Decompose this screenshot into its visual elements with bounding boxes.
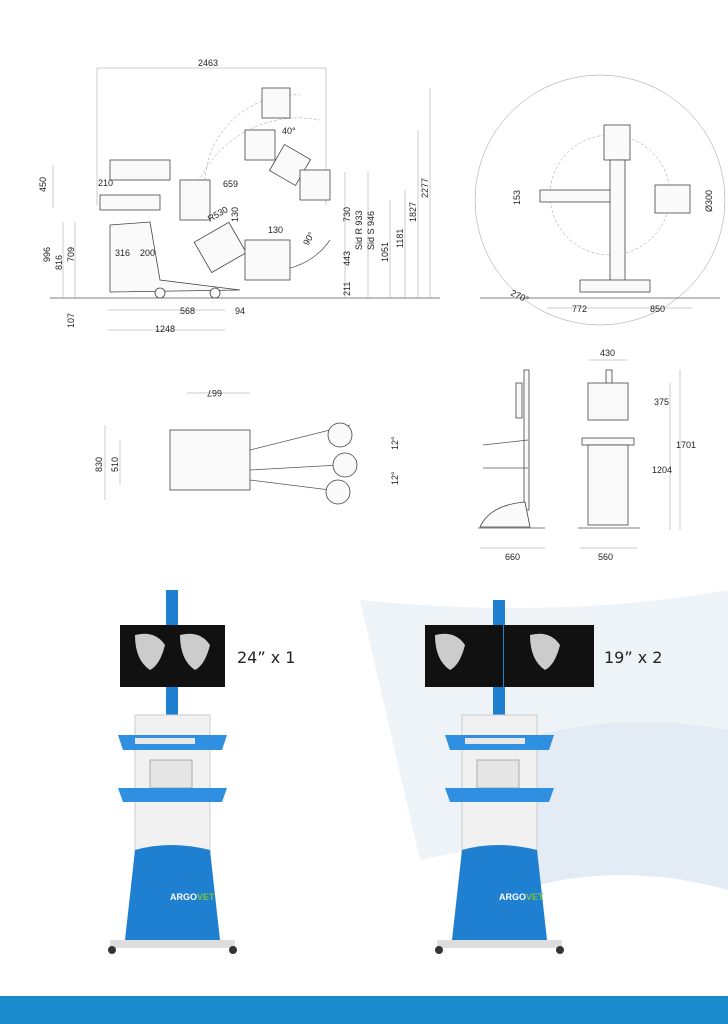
dim-label: 430 <box>600 348 615 358</box>
dim-label: 1701 <box>676 440 696 450</box>
dim-label: 443 <box>342 251 352 266</box>
dim-label: 1181 <box>395 229 405 248</box>
workstation-cart-19in: ARGOVET <box>413 590 594 960</box>
brand-part2: VET <box>526 892 544 902</box>
dim-label: Sid R 933 <box>354 210 364 250</box>
brand-part1: ARGO <box>170 892 197 902</box>
brand-part2: VET <box>197 892 215 902</box>
c-arm-top-view: 667 830 510 12° 12° <box>94 388 400 505</box>
dim-label: 200 <box>140 248 155 258</box>
dim-label: 450 <box>38 177 48 192</box>
technical-drawings: 2463 450 210 659 R530 130 130 40° 90° 73… <box>38 58 726 560</box>
dim-label: 130 <box>230 207 240 222</box>
workstation-cart-24in: ARGOVET <box>100 590 260 960</box>
dim-label: 316 <box>115 248 130 258</box>
dim-label: 709 <box>66 247 76 262</box>
workstation-views: 430 375 1701 1204 660 560 <box>478 348 696 560</box>
c-arm-side-view: 2463 450 210 659 R530 130 130 40° 90° 73… <box>38 58 440 334</box>
dim-label: 667 <box>207 388 222 398</box>
dim-label: 1204 <box>652 465 672 475</box>
monitor-size-label: 24” x 1 <box>237 648 296 667</box>
dim-label: 1051 <box>380 242 390 262</box>
dim-label: 107 <box>66 313 76 328</box>
dim-label: 660 <box>505 552 520 560</box>
dim-label: 560 <box>598 552 613 560</box>
dim-label: 375 <box>654 397 669 407</box>
brand-logo: ARGOVET <box>499 892 544 902</box>
footer-bar <box>0 996 728 1024</box>
dim-label: 816 <box>54 255 64 270</box>
dim-label: 210 <box>98 178 113 188</box>
c-arm-front-view: 153 Ø300 270° 772 850 <box>474 74 726 326</box>
dim-label: Ø300 <box>704 190 714 212</box>
dim-label: 996 <box>42 247 52 262</box>
dim-label: 12° <box>390 471 400 485</box>
dim-label: 270° <box>509 288 530 305</box>
dim-label: 568 <box>180 306 195 316</box>
dim-label: 211 <box>342 282 352 296</box>
dim-label: 730 <box>342 207 352 222</box>
dim-label: 850 <box>650 304 665 314</box>
dim-label: 40° <box>282 126 296 136</box>
dim-label: 1827 <box>408 202 418 222</box>
dim-label: 510 <box>110 457 120 472</box>
dim-label: 12° <box>390 436 400 450</box>
monitor-size-label: 19” x 2 <box>604 648 663 667</box>
brand-part1: ARGO <box>499 892 526 902</box>
brand-logo: ARGOVET <box>170 892 215 902</box>
dim-label: 94 <box>235 306 245 316</box>
dim-label: Sid S 946 <box>366 211 376 250</box>
dim-label: 772 <box>572 304 587 314</box>
dim-label: 130 <box>268 225 283 235</box>
dim-label: 659 <box>223 179 238 189</box>
dim-label: 2277 <box>420 178 430 198</box>
dim-label: 1248 <box>155 324 175 334</box>
dim-label: 90° <box>301 230 317 247</box>
dim-label: 2463 <box>198 58 218 68</box>
dim-label: 153 <box>512 190 522 205</box>
dim-label: 830 <box>94 457 104 472</box>
